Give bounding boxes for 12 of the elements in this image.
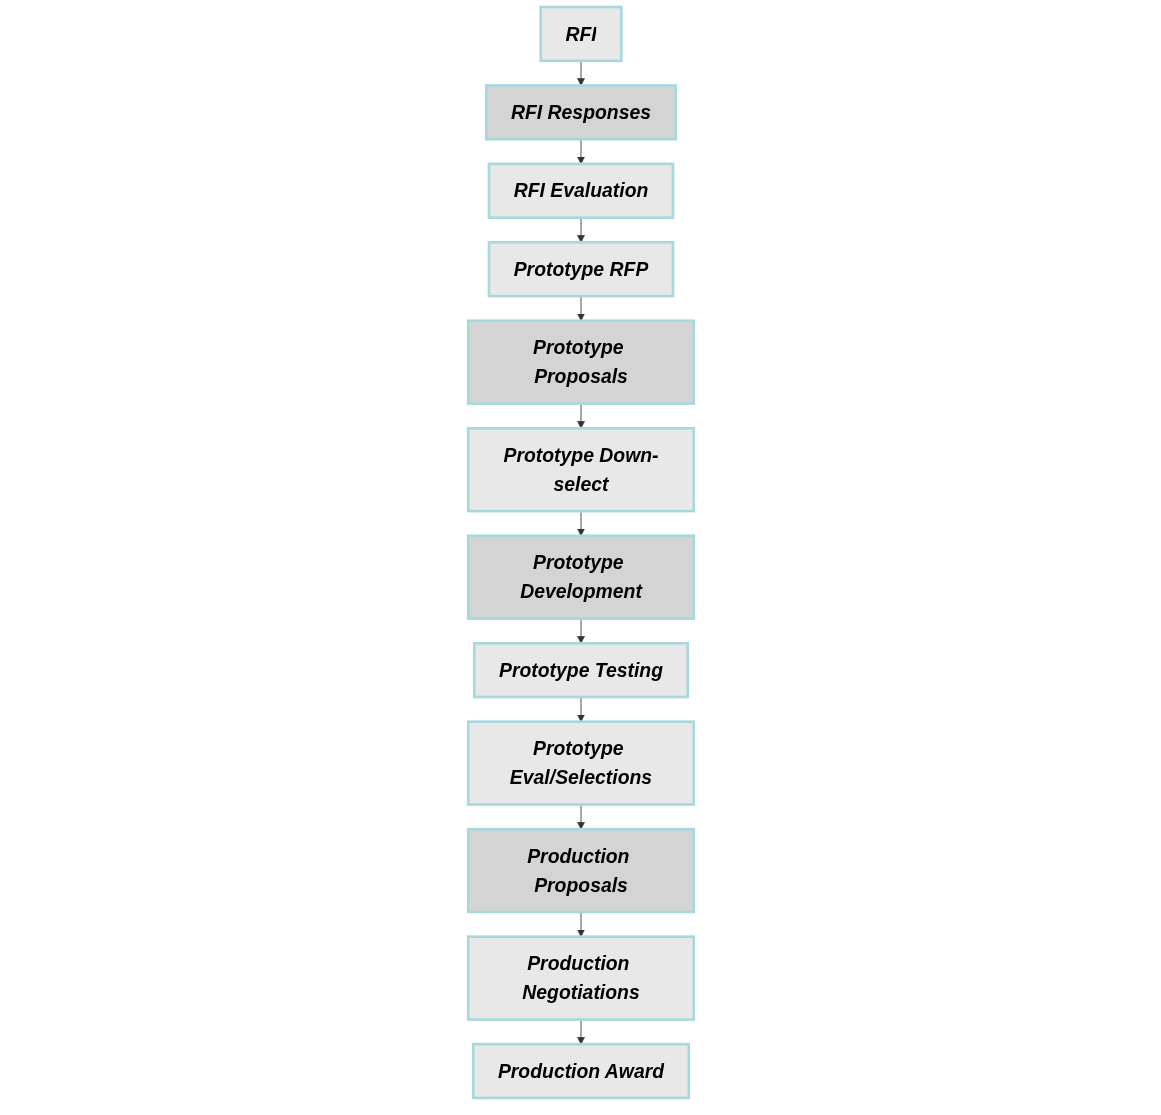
node-box: Production Negotiations [466,935,695,1021]
node-box: RFI Evaluation [487,162,674,219]
node-box: Prototype Proposals [466,319,695,405]
node-box: RFI Responses [484,84,677,141]
node-box: Prototype Testing [472,641,689,699]
node-box: Prototype Development [466,534,695,620]
node-box: Production Proposals [466,827,695,914]
node-box: Prototype RFP [487,241,674,298]
node-box: Production Award [471,1042,690,1100]
node-box: RFI [538,5,623,63]
node-box: Prototype Eval/Selections [466,720,695,806]
node-box: Prototype Down-select [466,426,695,513]
